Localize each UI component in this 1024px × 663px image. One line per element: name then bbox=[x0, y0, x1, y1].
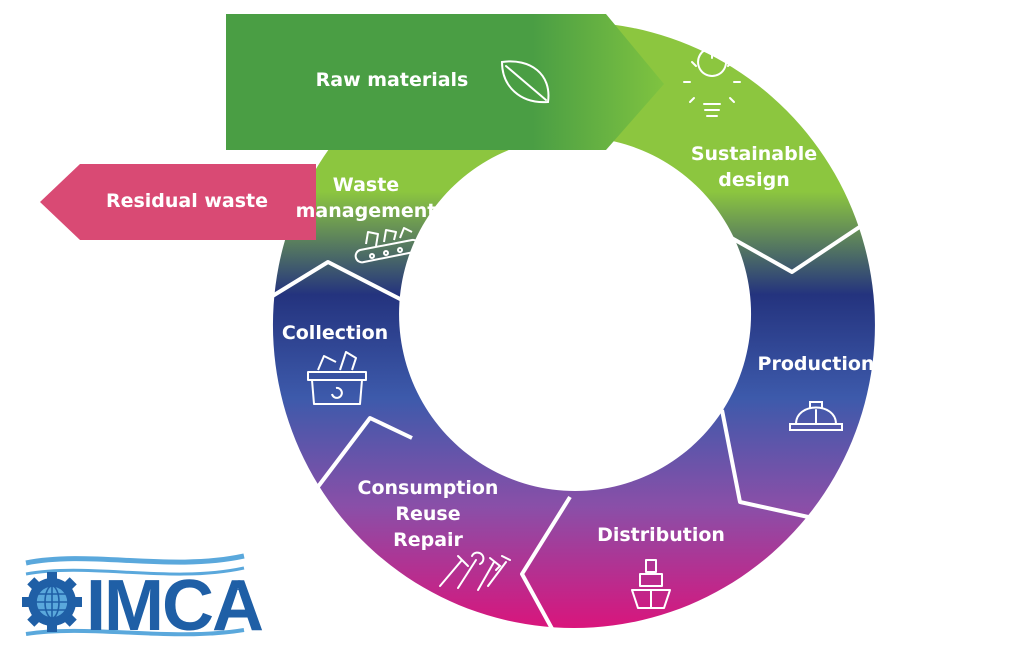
gear-globe-icon bbox=[22, 572, 82, 632]
raw-materials-arrow bbox=[226, 14, 664, 150]
ring bbox=[272, 22, 875, 628]
raw-materials-label: Raw materials bbox=[315, 69, 469, 91]
conveyor-belt-icon bbox=[354, 227, 421, 264]
stage-label-production: Production bbox=[757, 353, 875, 375]
segment-dividers bbox=[264, 218, 872, 637]
hard-hat-icon bbox=[789, 401, 843, 431]
stage-label-collection: Collection bbox=[281, 322, 389, 344]
recycling-bin-icon bbox=[307, 351, 367, 405]
lightbulb-icon bbox=[683, 47, 741, 117]
stage-label-distribution: Distribution bbox=[597, 524, 725, 546]
imca-logo-mark bbox=[22, 553, 245, 637]
leaf-icon bbox=[500, 60, 550, 104]
residual-waste-arrow bbox=[40, 164, 316, 240]
imca-logo-text: IMCA bbox=[86, 566, 264, 646]
residual-waste-label: Residual waste bbox=[105, 190, 269, 212]
ship-icon bbox=[631, 559, 671, 609]
tools-icon bbox=[439, 551, 511, 591]
registered-mark: ® bbox=[234, 577, 245, 593]
